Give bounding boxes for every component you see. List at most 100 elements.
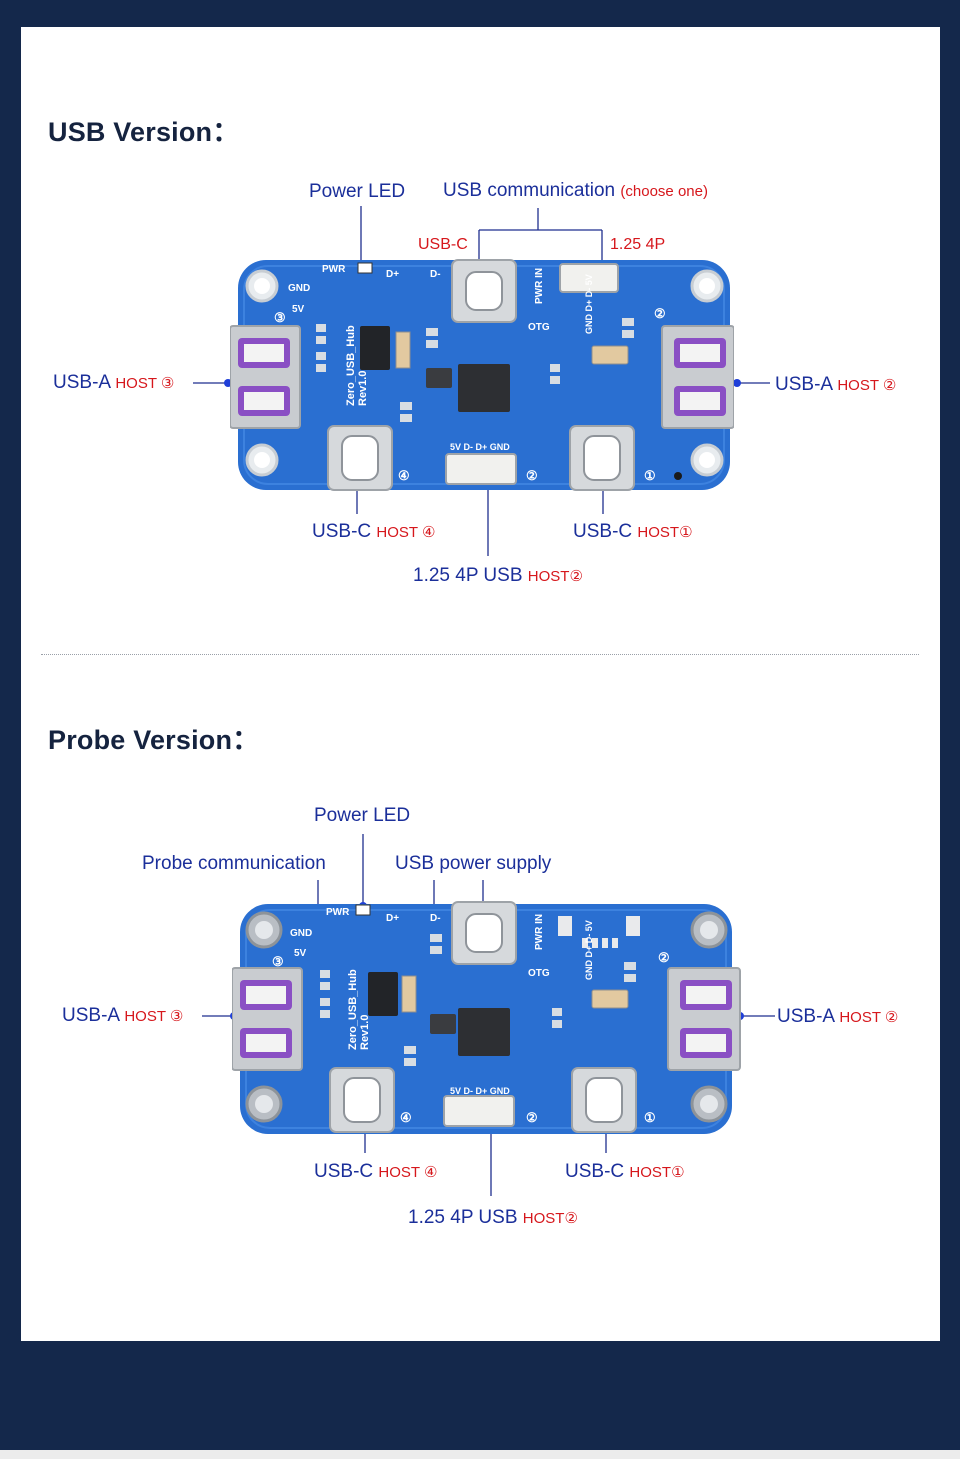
label-bottom-main: 1.25 4P USB xyxy=(413,565,523,586)
usb-c-port-bottom-left xyxy=(327,425,393,491)
label-usb-c-top: USB-C xyxy=(418,236,468,253)
silk-n2b: ② xyxy=(526,468,538,483)
silk-n1: ① xyxy=(644,1110,656,1125)
label-choose-one: (choose one) xyxy=(620,183,708,200)
probe-label-probe-communication: Probe communication xyxy=(142,853,326,874)
label-power-led: Power LED xyxy=(309,181,406,202)
label-125-4p-usb-host2: 1.25 4P USB HOST② xyxy=(413,566,583,585)
power-led xyxy=(355,904,371,916)
silk-n1: ① xyxy=(644,468,656,483)
silk-otg: OTG xyxy=(528,968,550,979)
usb-c-port-top xyxy=(451,901,517,965)
usb-version-title: USB Version： xyxy=(48,117,240,147)
usb-c-port-top xyxy=(451,259,517,323)
silk-n4: ④ xyxy=(400,1110,412,1125)
probe-bottom-host: HOST② xyxy=(522,1210,578,1227)
regulator-chip xyxy=(368,972,398,1016)
probe-label-usb-power-supply: USB power supply xyxy=(395,853,552,874)
silk-dm: D- xyxy=(430,269,441,280)
label-usbc-left-main: USB-C xyxy=(312,521,372,542)
label-usbc-right-host: HOST① xyxy=(637,524,693,541)
probe-label-power-led: Power LED xyxy=(314,805,411,826)
silk-pins-bottom: 5V D- D+ GND xyxy=(450,1086,510,1096)
probe-usbc-right-main: USB-C xyxy=(565,1161,625,1182)
silk-n2a: ② xyxy=(658,950,670,965)
jst-125-4p-top xyxy=(559,263,619,293)
label-125-4p-top: 1.25 4P xyxy=(610,236,666,253)
silk-pins-right: GND D+ D- 5V xyxy=(584,920,594,980)
label-usbc-host1: USB-C HOST① xyxy=(573,522,693,541)
label-usbc-left-host: HOST ④ xyxy=(376,524,436,541)
label-usba-left-host: HOST ③ xyxy=(115,375,175,392)
silk-pins-bottom: 5V D- D+ GND xyxy=(450,442,510,452)
silk-n3: ③ xyxy=(274,310,286,325)
label-usb-communication: USB communication (choose one) xyxy=(443,181,708,200)
silk-n3: ③ xyxy=(272,954,284,969)
silk-pwr: PWR xyxy=(326,907,350,918)
usb-version-board: PWR GND 5V D+ D- OTG PWR IN Zero_USB_Hub… xyxy=(230,259,734,491)
usb-a-port-right xyxy=(661,325,734,429)
silk-dp: D+ xyxy=(386,913,399,924)
label-usba-host2: USB-A HOST ② xyxy=(775,375,896,394)
silk-pwr: PWR xyxy=(322,264,346,275)
label-usba-right-host: HOST ② xyxy=(837,377,897,394)
silk-pwr-in: PWR IN xyxy=(534,268,545,304)
probe-usba-left-main: USB-A xyxy=(62,1005,120,1026)
probe-label-usba-host3: USB-A HOST ③ xyxy=(62,1006,183,1025)
probe-usbc-left-host: HOST ④ xyxy=(378,1164,438,1181)
regulator-chip xyxy=(360,326,390,370)
silk-name: Zero_USB_Hub xyxy=(345,325,357,406)
silk-dp: D+ xyxy=(386,269,399,280)
silk-gnd: GND xyxy=(290,928,312,939)
silk-5v: 5V xyxy=(294,948,307,959)
usb-c-port-bottom-left xyxy=(329,1067,395,1133)
probe-usba-left-host: HOST ③ xyxy=(124,1008,184,1025)
label-bottom-host: HOST② xyxy=(527,568,583,585)
probe-bottom-main: 1.25 4P USB xyxy=(408,1207,518,1228)
mounting-screws xyxy=(245,911,728,1123)
silk-otg: OTG xyxy=(528,322,550,333)
probe-label-125-4p-usb-host2: 1.25 4P USB HOST② xyxy=(408,1208,578,1227)
hub-chip xyxy=(458,364,510,412)
probe-version-board: PWR GND 5V D+ D- OTG PWR IN Zero_USB_Hub… xyxy=(232,901,741,1134)
jst-125-4p-bottom xyxy=(445,453,517,485)
label-usba-right-main: USB-A xyxy=(775,374,833,395)
usb-c-port-bottom-right xyxy=(571,1067,637,1133)
label-usb-comm-text: USB communication xyxy=(443,180,616,201)
label-usbc-right-main: USB-C xyxy=(573,521,633,542)
label-usba-left-main: USB-A xyxy=(53,372,111,393)
jst-125-4p-bottom xyxy=(443,1095,515,1127)
probe-label-usbc-host4: USB-C HOST ④ xyxy=(314,1162,437,1181)
section-divider xyxy=(41,654,919,655)
probe-usbc-left-main: USB-C xyxy=(314,1161,374,1182)
silk-n4: ④ xyxy=(398,468,410,483)
usb-c-port-bottom-right xyxy=(569,425,635,491)
silk-dm: D- xyxy=(430,913,441,924)
silk-n2b: ② xyxy=(526,1110,538,1125)
silk-5v: 5V xyxy=(292,304,305,315)
usb-a-port-left xyxy=(230,325,301,429)
silk-gnd: GND xyxy=(288,283,310,294)
silk-pwr-in: PWR IN xyxy=(534,914,545,950)
probe-label-usba-host2: USB-A HOST ② xyxy=(777,1007,898,1026)
hub-chip xyxy=(458,1008,510,1056)
silk-rev: Rev1.0 xyxy=(359,1015,371,1050)
silk-rev: Rev1.0 xyxy=(357,371,369,406)
empty-pads-top xyxy=(558,916,640,948)
label-usba-host3: USB-A HOST ③ xyxy=(53,373,174,392)
probe-usba-right-host: HOST ② xyxy=(839,1009,899,1026)
silk-pins-right: GND D+ D- 5V xyxy=(584,274,594,334)
probe-usba-right-main: USB-A xyxy=(777,1006,835,1027)
silk-n2a: ② xyxy=(654,306,666,321)
probe-usbc-right-host: HOST① xyxy=(629,1164,685,1181)
silk-name: Zero_USB_Hub xyxy=(347,969,359,1050)
usb-a-port-left xyxy=(232,967,303,1071)
power-led xyxy=(357,262,373,274)
footer-strip xyxy=(0,1450,960,1459)
probe-version-title: Probe Version： xyxy=(48,725,260,755)
usb-a-port-right xyxy=(667,967,741,1071)
label-usbc-host4: USB-C HOST ④ xyxy=(312,522,435,541)
probe-label-usbc-host1: USB-C HOST① xyxy=(565,1162,685,1181)
mounting-holes xyxy=(245,269,724,477)
